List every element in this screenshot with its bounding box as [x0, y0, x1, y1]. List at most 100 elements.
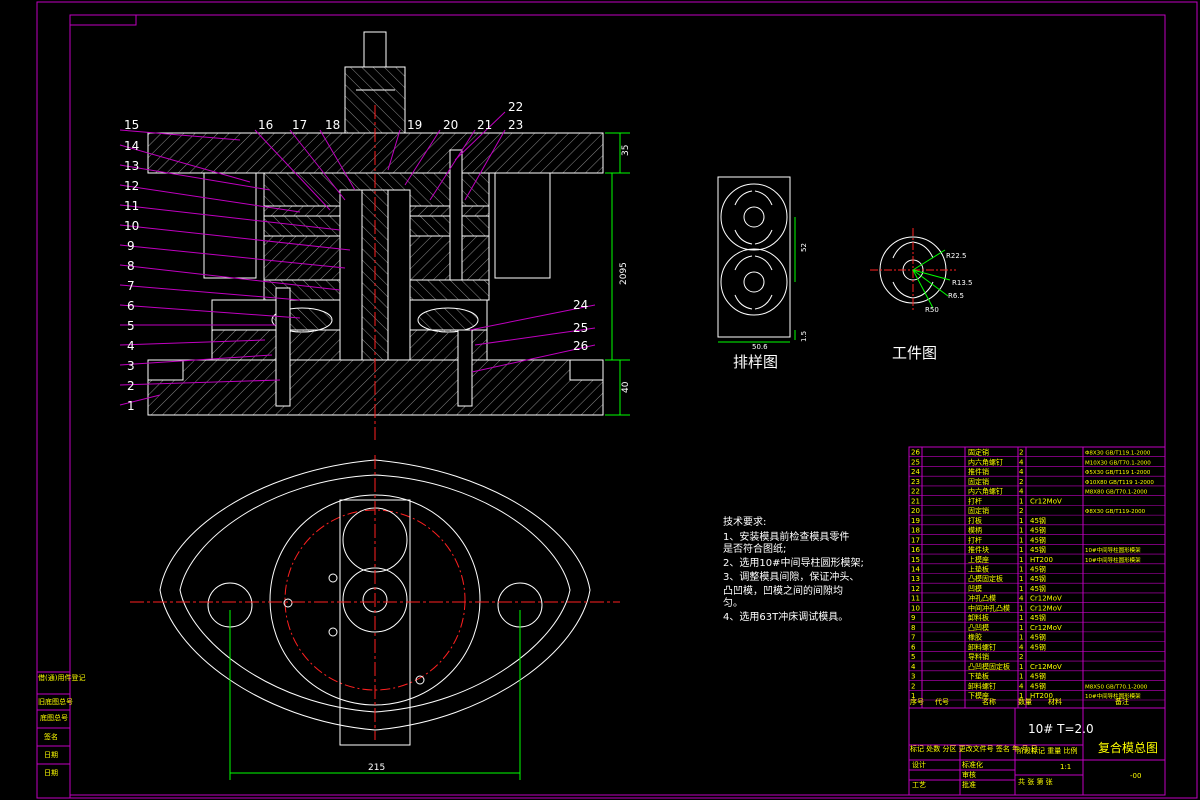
bom-cell-material: 45钢: [1030, 633, 1046, 642]
tech-requirements: 技术要求: 1、安装模具前检查模具零件 是否符合图纸; 2、选用10#中间导柱圆…: [723, 515, 864, 623]
stage-header: 阶段标记 重量 比例: [1017, 746, 1077, 755]
bom-cell-material: HT200: [1030, 556, 1053, 564]
part-label-21: 21: [477, 118, 492, 132]
bom-cell-name: 固定销: [968, 506, 989, 515]
bom-cell-qty: 2: [1019, 449, 1023, 457]
part-label-6: 6: [127, 299, 135, 313]
bom-cell-name: 凸凹模固定板: [968, 662, 1010, 671]
tech-line: 凸凹模，凹模之间的间隙均: [723, 584, 843, 597]
bom-cell-no: 26: [911, 449, 920, 457]
bom-cell-qty: 1: [1019, 634, 1023, 642]
section-view: 1 2 3 4 5 6 7 8 9 10 11 12 13 14 15 16 1…: [119, 31, 631, 440]
bom-cell-no: 25: [911, 458, 920, 466]
workpiece-caption: 工件图: [892, 344, 937, 362]
drawing-title: 复合模总图: [1098, 740, 1158, 755]
drawing-code: -00: [1130, 772, 1141, 780]
part-label-12: 12: [124, 179, 139, 193]
bom-cell-no: 3: [911, 673, 915, 681]
bom-cell-no: 15: [911, 556, 920, 564]
bom-cell-no: 6: [911, 643, 916, 651]
part-label-9: 9: [127, 239, 135, 253]
bom-header-note: 备注: [1115, 697, 1129, 706]
bom-cell-standard: Φ5X30 GB/T119 1-2000: [1085, 470, 1151, 476]
bom-cell-name: 固定销: [968, 448, 989, 457]
bom-cell-name: 导料销: [968, 652, 989, 661]
drawing-frame: [36, 1, 1198, 799]
title-spec: 10# T=2.0: [1028, 722, 1094, 736]
dim-total-height: 2095: [619, 262, 629, 285]
side-table: [36, 671, 71, 799]
bom-cell-standard: 10#中间导柱圆形模架: [1085, 556, 1141, 564]
side-table-cell: 签名: [44, 732, 58, 741]
tech-line: 4、选用63T冲床调试模具。: [723, 610, 848, 623]
bom-cell-name: 下模座: [968, 691, 989, 700]
bom-cell-qty: 1: [1019, 624, 1023, 632]
bom-cell-no: 2: [911, 682, 915, 690]
bom-cell-qty: 1: [1019, 497, 1023, 505]
plan-view: [130, 455, 620, 780]
dim-bottom-thickness: 40: [621, 381, 631, 393]
bom-header-name: 名称: [982, 697, 996, 706]
bom-cell-qty: 4: [1019, 458, 1024, 466]
bom-cell-qty: 4: [1019, 682, 1024, 690]
side-table-cell: 借(通)用件登记: [38, 673, 85, 682]
bom-cell-material: 45钢: [1030, 613, 1046, 622]
guide-post-left: [203, 172, 257, 279]
bom-cell-qty: 1: [1019, 546, 1023, 554]
bom-cell-name: 中间冲孔凸模: [968, 603, 1010, 612]
bom-cell-name: 卸料螺钉: [968, 681, 996, 690]
strip-layout-view: [717, 176, 796, 343]
bom-cell-qty: 1: [1019, 527, 1023, 535]
bom-cell-standard: M8X50 GB/T70.1-2000: [1085, 684, 1148, 690]
bom-cell-qty: 1: [1019, 575, 1023, 583]
bom-cell-qty: 1: [1019, 556, 1023, 564]
bom-cell-name: 上垫板: [968, 565, 989, 574]
bom-cell-standard: Φ10X80 GB/T119 1-2000: [1085, 480, 1154, 486]
part-label-23: 23: [508, 118, 523, 132]
bom-cell-name: 打杆: [968, 535, 982, 544]
part-label-20: 20: [443, 118, 458, 132]
part-label-22: 22: [508, 100, 523, 114]
bom-cell-material: 45钢: [1030, 535, 1046, 544]
bom-cell-material: Cr12MoV: [1030, 663, 1062, 671]
bom-cell-material: 45钢: [1030, 681, 1046, 690]
tech-line: 匀。: [723, 597, 743, 609]
strip-layout-caption: 排样图: [733, 353, 778, 371]
bom-cell-standard: Φ8X30 GB/T119-2000: [1085, 509, 1146, 515]
bom-cell-qty: 1: [1019, 517, 1023, 525]
part-label-16: 16: [258, 118, 273, 132]
bom-cell-qty: 2: [1019, 478, 1023, 486]
tech-line: 1、安装模具前检查模具零件: [723, 530, 849, 543]
bom-cell-no: 4: [911, 663, 916, 671]
bom-cell-qty: 4: [1019, 643, 1024, 651]
bom-cell-no: 19: [911, 517, 920, 525]
bom-cell-no: 18: [911, 527, 920, 535]
workpiece-dim-2: R13.5: [952, 279, 972, 287]
bom-cell-name: 凸模固定板: [968, 574, 1003, 583]
part-label-3: 3: [127, 359, 135, 373]
side-table-cell: 日期: [44, 769, 58, 777]
bom-cell-no: 10: [911, 604, 920, 612]
bom-cell-qty: 1: [1019, 663, 1023, 671]
bom-header: 序号 代号 名称 数量 材料 备注: [910, 697, 1129, 706]
bom-cell-qty: 4: [1019, 488, 1024, 496]
part-leaders: [119, 111, 596, 406]
bom-cell-name: 内六角螺钉: [968, 457, 1003, 466]
bom-cell-qty: 1: [1019, 585, 1023, 593]
bom-cell-no: 16: [911, 546, 920, 554]
workpiece-view: [870, 228, 956, 312]
bom-cell-no: 14: [911, 566, 920, 574]
side-table-cell: 旧底图总号: [38, 697, 73, 706]
